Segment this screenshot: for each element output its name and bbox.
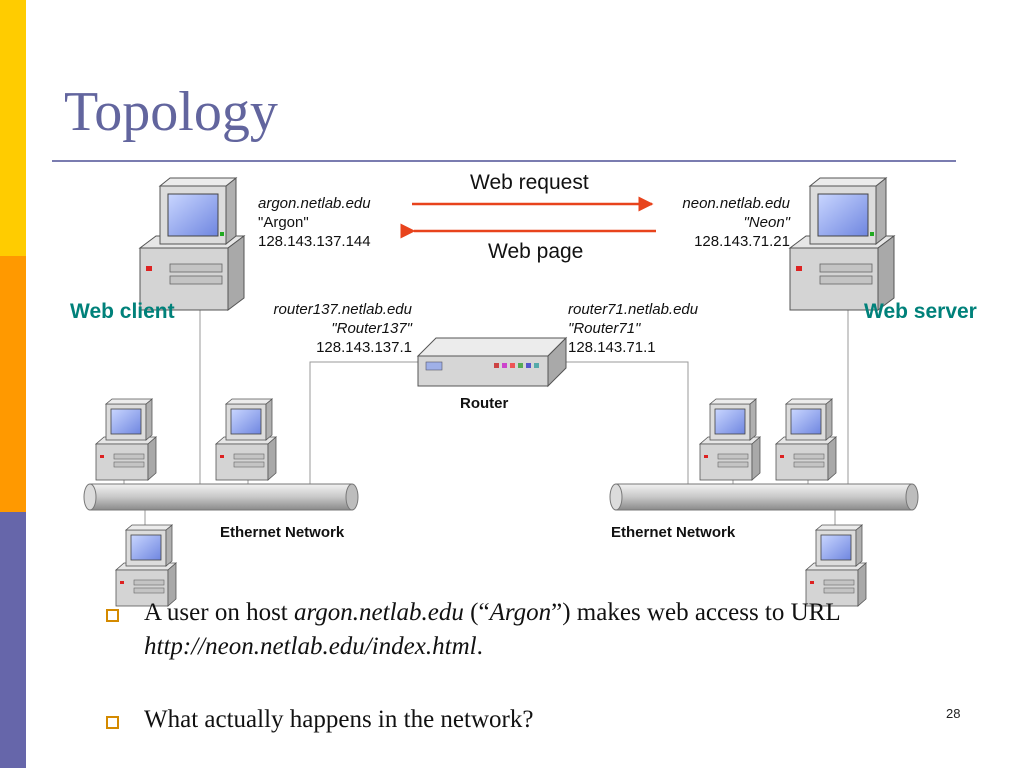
client-hostname: argon.netlab.edu [258, 195, 371, 212]
web-page-label: Web page [488, 240, 584, 263]
router-right-hostname: router71.netlab.edu [568, 301, 699, 318]
link-router-left [309, 361, 420, 497]
bullet-square-icon [106, 609, 119, 622]
server-ip: 128.143.71.21 [694, 233, 790, 250]
server-alias: "Neon" [743, 214, 790, 231]
router-label: Router [460, 395, 509, 412]
server-host-info: neon.netlab.edu "Neon" 128.143.71.21 [640, 194, 790, 251]
web-request-label: Web request [470, 171, 589, 194]
ethernet-bus-left [83, 483, 359, 511]
bullet-list: A user on host argon.netlab.edu (“Argon”… [104, 596, 984, 737]
bullet-1-url: http://neon.netlab.edu/index.html [144, 633, 477, 660]
bullet-item-2: What actually happens in the network? [104, 703, 984, 737]
client-computer-icon [139, 177, 245, 311]
server-hostname: neon.netlab.edu [682, 195, 790, 212]
page-number: 28 [946, 706, 961, 721]
pc-right-2-icon [775, 398, 837, 481]
ethernet-bus-right [609, 483, 919, 511]
sidebar-segment-yellow [0, 0, 26, 256]
client-ip: 128.143.137.144 [258, 233, 371, 250]
client-host-info: argon.netlab.edu "Argon" 128.143.137.144 [258, 194, 371, 251]
sidebar-strip [0, 0, 26, 768]
bullet-1-host: argon.netlab.edu [294, 599, 464, 626]
router-left-alias: "Router137" [331, 320, 412, 337]
slide-title: Topology [64, 81, 278, 143]
link-router-right [560, 361, 689, 497]
router-right-info: router71.netlab.edu "Router71" 128.143.7… [568, 300, 698, 357]
router-right-ip: 128.143.71.1 [568, 339, 656, 356]
sidebar-segment-orange [0, 256, 26, 512]
ethernet-network-left-label: Ethernet Network [220, 524, 345, 541]
bullet-square-icon [106, 716, 119, 729]
web-server-label: Web server [864, 300, 977, 323]
router-left-ip: 128.143.137.1 [316, 339, 412, 356]
bullet-1-alias: Argon [489, 599, 552, 626]
bullet-1-text-b: (“ [463, 599, 490, 626]
web-client-label: Web client [70, 300, 175, 323]
title-rule [52, 160, 956, 162]
pc-left-2-icon [215, 398, 277, 481]
pc-left-3-icon [115, 524, 177, 607]
server-computer-icon [789, 177, 895, 311]
bullet-2-text: What actually happens in the network? [144, 706, 534, 733]
router-right-alias: "Router71" [568, 320, 641, 337]
bullet-1-text-c: ”) makes web access to URL [551, 599, 840, 626]
bullet-1-text-d: . [476, 633, 483, 660]
sidebar-segment-purple [0, 512, 26, 768]
bullet-1-text-a: A user on host [144, 599, 294, 626]
ethernet-network-right-label: Ethernet Network [611, 524, 736, 541]
pc-left-1-icon [95, 398, 157, 481]
router-device [416, 336, 568, 388]
bullet-item-1: A user on host argon.netlab.edu (“Argon”… [104, 596, 984, 664]
client-alias: "Argon" [258, 214, 309, 231]
router-left-info: router137.netlab.edu "Router137" 128.143… [250, 300, 412, 357]
router-left-hostname: router137.netlab.edu [273, 301, 412, 318]
pc-right-1-icon [699, 398, 761, 481]
pc-right-3-icon [805, 524, 867, 607]
